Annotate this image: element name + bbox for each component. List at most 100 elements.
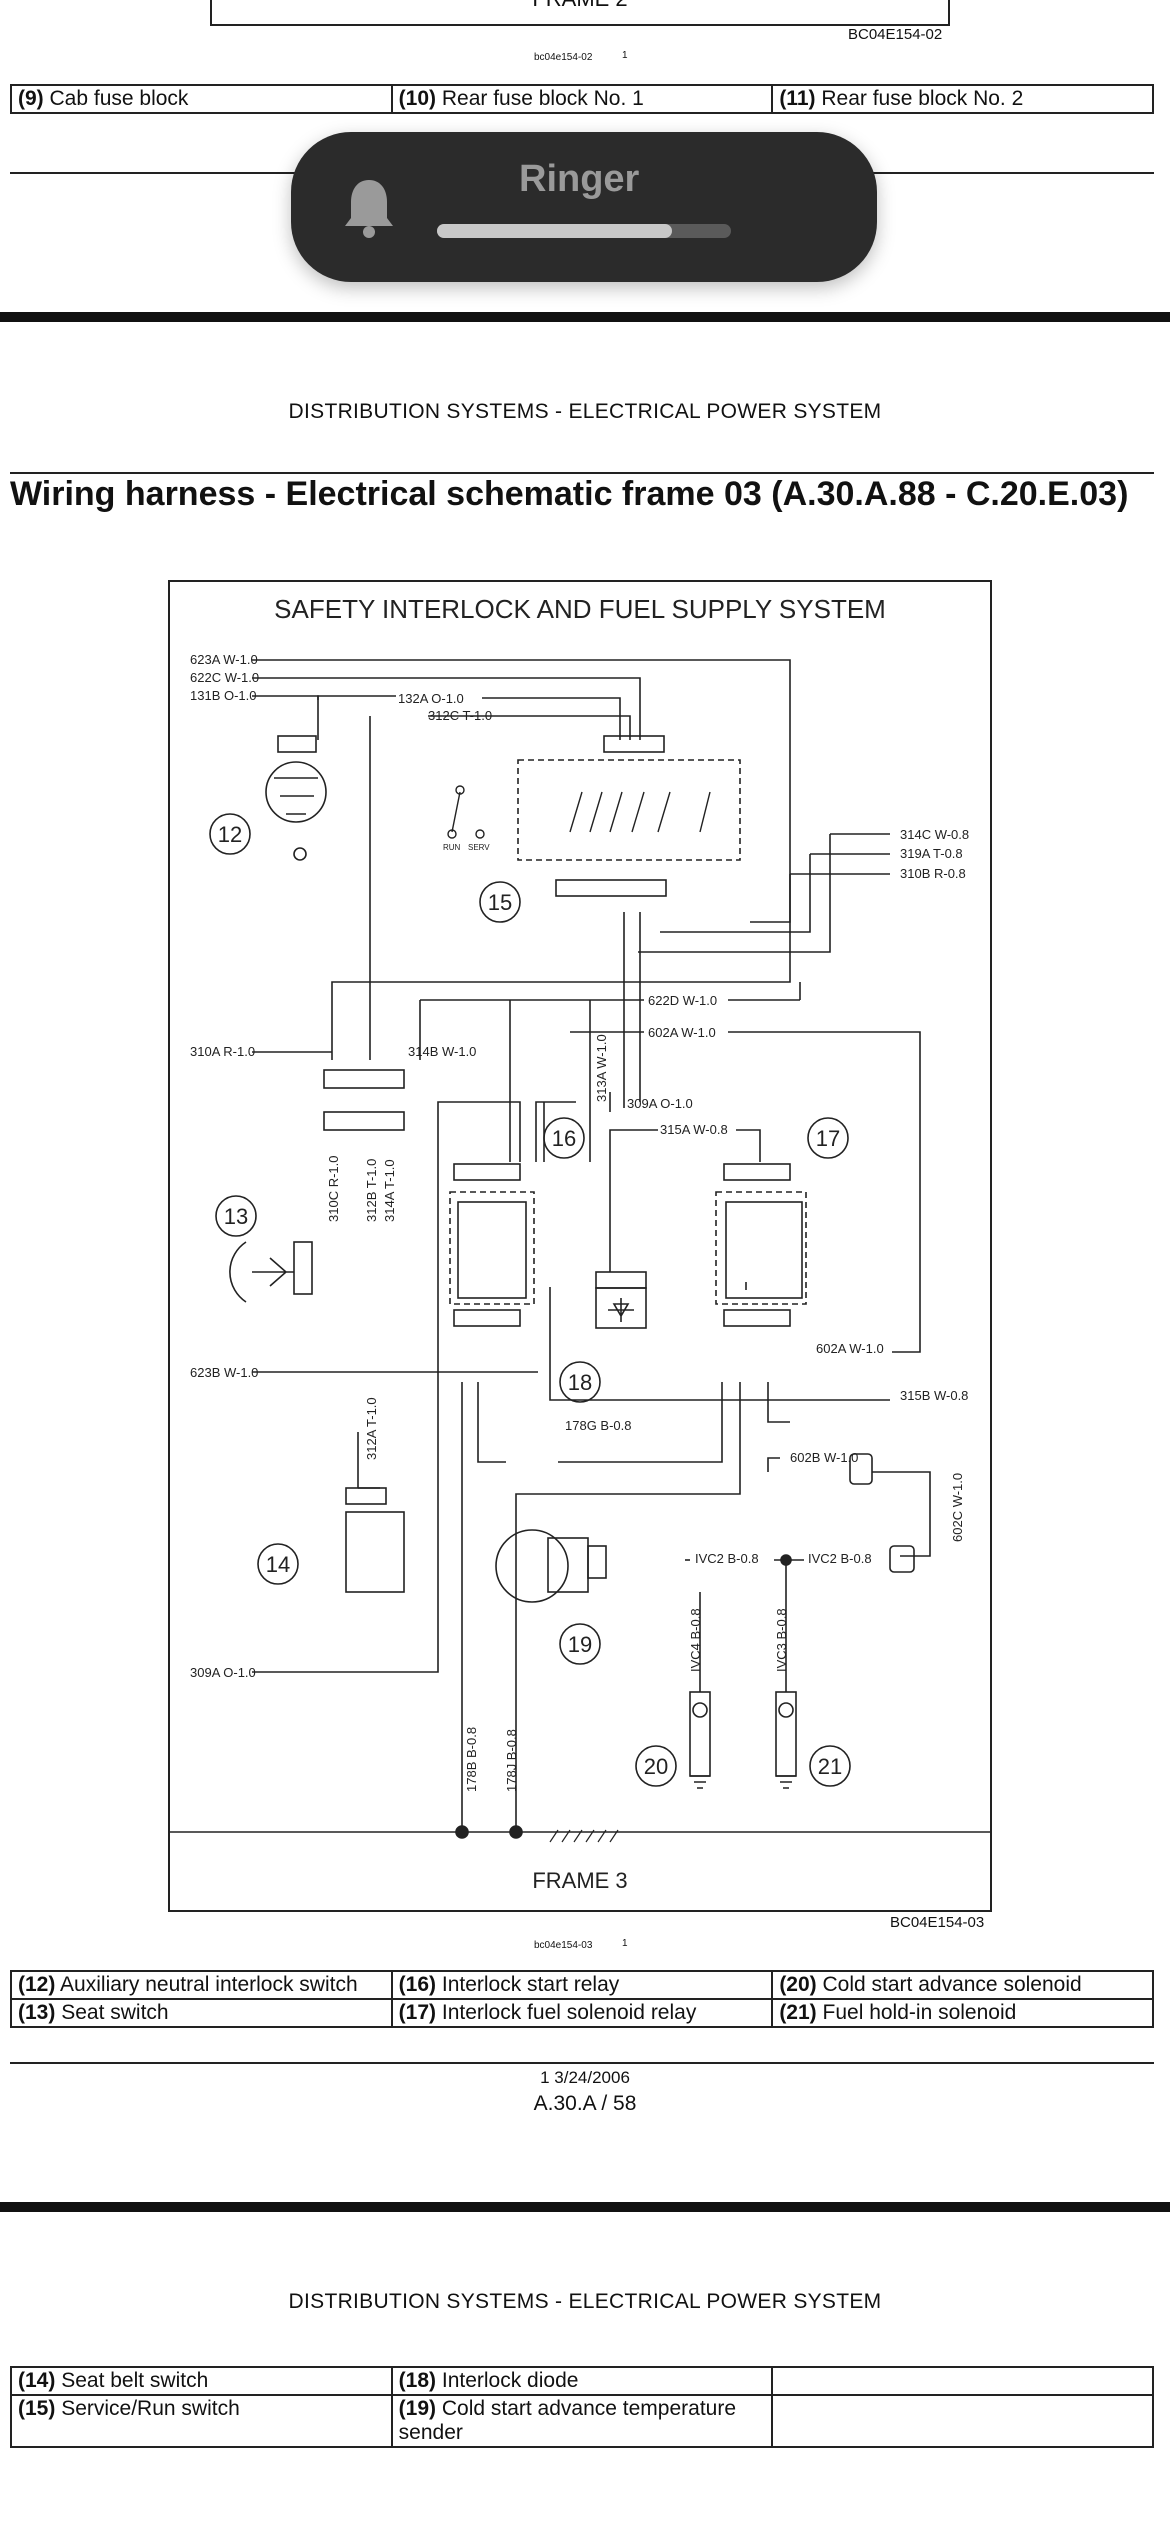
wire-label: 314A T-1.0 xyxy=(382,1159,397,1222)
legend-cell: (13) Seat switch xyxy=(10,1998,393,2028)
callout-19: 19 xyxy=(568,1632,592,1657)
table-row: (14) Seat belt switch (18) Interlock dio… xyxy=(10,2366,1154,2396)
wire-label: 131B O-1.0 xyxy=(190,688,257,703)
table-row: (13) Seat switch (17) Interlock fuel sol… xyxy=(10,1998,1154,2028)
seat-belt-switch-body xyxy=(345,1511,405,1593)
frame-3-num: 1 xyxy=(622,1938,628,1949)
wire-label: 602C W-1.0 xyxy=(950,1473,965,1542)
connector-64 xyxy=(587,1545,607,1579)
legend-cell: (20) Cold start advance solenoid xyxy=(771,1970,1154,2000)
ringer-volume-slider[interactable] xyxy=(437,224,731,238)
run-label: RUN xyxy=(443,843,461,852)
frame-2-box: FRAME 2 xyxy=(210,0,950,26)
seat-switch-connector xyxy=(293,1241,313,1295)
callout-15: 15 xyxy=(488,890,512,915)
legend-cell: (14) Seat belt switch xyxy=(10,2366,393,2396)
seat-switch-arc xyxy=(229,1241,247,1303)
solenoid-21-body xyxy=(775,1691,797,1777)
diode-18-connector xyxy=(595,1271,647,1289)
serv-label: SERV xyxy=(468,843,490,852)
legend-cell: (18) Interlock diode xyxy=(390,2366,774,2396)
component-callouts xyxy=(209,813,851,1787)
wire-label: 310C R-1.0 xyxy=(326,1156,341,1222)
frame-2-num: 1 xyxy=(622,50,628,61)
relay-16-coil xyxy=(457,1201,527,1299)
ringer-label: Ringer xyxy=(519,158,640,200)
relay-16-connector xyxy=(453,1163,521,1181)
legend-table-3: (14) Seat belt switch (18) Interlock dio… xyxy=(10,2366,1154,2448)
legend-cell: (11) Rear fuse block No. 2 xyxy=(771,84,1154,114)
connector-84 xyxy=(345,1487,387,1505)
wire-label: 623B W-1.0 xyxy=(190,1365,258,1380)
wire-label: 602A W-1.0 xyxy=(648,1025,716,1040)
relay-17-connector-bottom xyxy=(723,1309,791,1327)
legend-table-2: (12) Auxiliary neutral interlock switch … xyxy=(10,1970,1154,2028)
callout-20: 20 xyxy=(644,1754,668,1779)
wire-label: IVC2 B-0.8 xyxy=(808,1551,872,1566)
wire-label: 309A O-1.0 xyxy=(190,1665,256,1680)
wire-label: 132A O-1.0 xyxy=(398,691,464,706)
section-header-2: DISTRIBUTION SYSTEMS - ELECTRICAL POWER … xyxy=(288,2290,882,2313)
legend-cell: (10) Rear fuse block No. 1 xyxy=(390,84,774,114)
ringer-volume-hud[interactable]: Ringer xyxy=(291,132,877,282)
page-title: Wiring harness - Electrical schematic fr… xyxy=(10,475,1129,513)
switch-12-body xyxy=(265,761,327,823)
temp-sender-body xyxy=(495,1529,569,1603)
callout-21: 21 xyxy=(818,1754,842,1779)
legend-cell: (9) Cab fuse block xyxy=(10,84,393,114)
wire-label: 315A W-0.8 xyxy=(660,1122,728,1137)
frame-3-code: BC04E154-03 xyxy=(890,1914,985,1931)
table-row: (9) Cab fuse block (10) Rear fuse block … xyxy=(10,84,1154,114)
legend-cell: (21) Fuel hold-in solenoid xyxy=(771,1998,1154,2028)
legend-cell: (16) Interlock start relay xyxy=(390,1970,774,2000)
schematic-frame: SAFETY INTERLOCK AND FUEL SUPPLY SYSTEM … xyxy=(168,580,992,1912)
diode-18-body xyxy=(595,1287,647,1329)
table-row: (15) Service/Run switch (19) Cold start … xyxy=(10,2394,1154,2448)
connector-56 xyxy=(889,1545,915,1573)
footer-date: 1 3/24/2006 xyxy=(540,2068,630,2087)
wire-label: 623A W-1.0 xyxy=(190,652,258,667)
wire-label: 314B W-1.0 xyxy=(408,1044,476,1059)
legend-cell: (17) Interlock fuel solenoid relay xyxy=(390,1998,774,2028)
legend-cell: (19) Cold start advance temperature send… xyxy=(390,2394,774,2448)
relay-16-connector-bottom xyxy=(453,1309,521,1327)
connector-11-top xyxy=(603,735,665,753)
table-row: (12) Auxiliary neutral interlock switch … xyxy=(10,1970,1154,2000)
ground-point xyxy=(509,1825,523,1839)
callout-12: 12 xyxy=(218,822,242,847)
legend-cell: (15) Service/Run switch xyxy=(10,2394,393,2448)
relay-17-housing xyxy=(715,1191,807,1305)
wire-label: 602B W-1.0 xyxy=(790,1450,858,1465)
frame-2-ref: bc04e154-02 xyxy=(534,52,593,63)
legend-table-1: (9) Cab fuse block (10) Rear fuse block … xyxy=(10,84,1154,114)
ringer-volume-fill xyxy=(437,224,673,238)
frame-2-label: FRAME 2 xyxy=(212,0,948,12)
footer-page-number: A.30.A / 58 xyxy=(533,2092,637,2115)
wiring-schematic: SAFETY INTERLOCK AND FUEL SUPPLY SYSTEM … xyxy=(170,594,990,1893)
diagram-heading: SAFETY INTERLOCK AND FUEL SUPPLY SYSTEM xyxy=(274,594,886,624)
wire-label: 178B B-0.8 xyxy=(464,1727,479,1792)
connector-108 xyxy=(277,735,317,753)
connector-8 xyxy=(849,1453,873,1485)
section-header: DISTRIBUTION SYSTEMS - ELECTRICAL POWER … xyxy=(288,400,882,423)
callout-16: 16 xyxy=(552,1126,576,1151)
splice-point xyxy=(780,1554,792,1566)
frame-2-code: BC04E154-02 xyxy=(848,26,943,43)
relay-17-coil xyxy=(725,1201,803,1299)
frame-3-label: FRAME 3 xyxy=(532,1868,627,1893)
page-break-bar xyxy=(0,2202,1170,2212)
wire-label: 312A T-1.0 xyxy=(364,1397,379,1460)
callout-17: 17 xyxy=(816,1126,840,1151)
ground-point xyxy=(455,1825,469,1839)
wire-label: 319A T-0.8 xyxy=(900,846,963,861)
legend-cell: (12) Auxiliary neutral interlock switch xyxy=(10,1970,393,2000)
connector-22a xyxy=(323,1111,405,1131)
wire-label: 315B W-0.8 xyxy=(900,1388,968,1403)
page-break-bar xyxy=(0,312,1170,322)
wire-label: 310B R-0.8 xyxy=(900,866,966,881)
callout-13: 13 xyxy=(224,1204,248,1229)
frame-3-ref: bc04e154-03 xyxy=(534,1940,593,1951)
wire-label: 622D W-1.0 xyxy=(648,993,717,1008)
bell-icon xyxy=(345,180,393,238)
relay-17-connector xyxy=(723,1163,791,1181)
